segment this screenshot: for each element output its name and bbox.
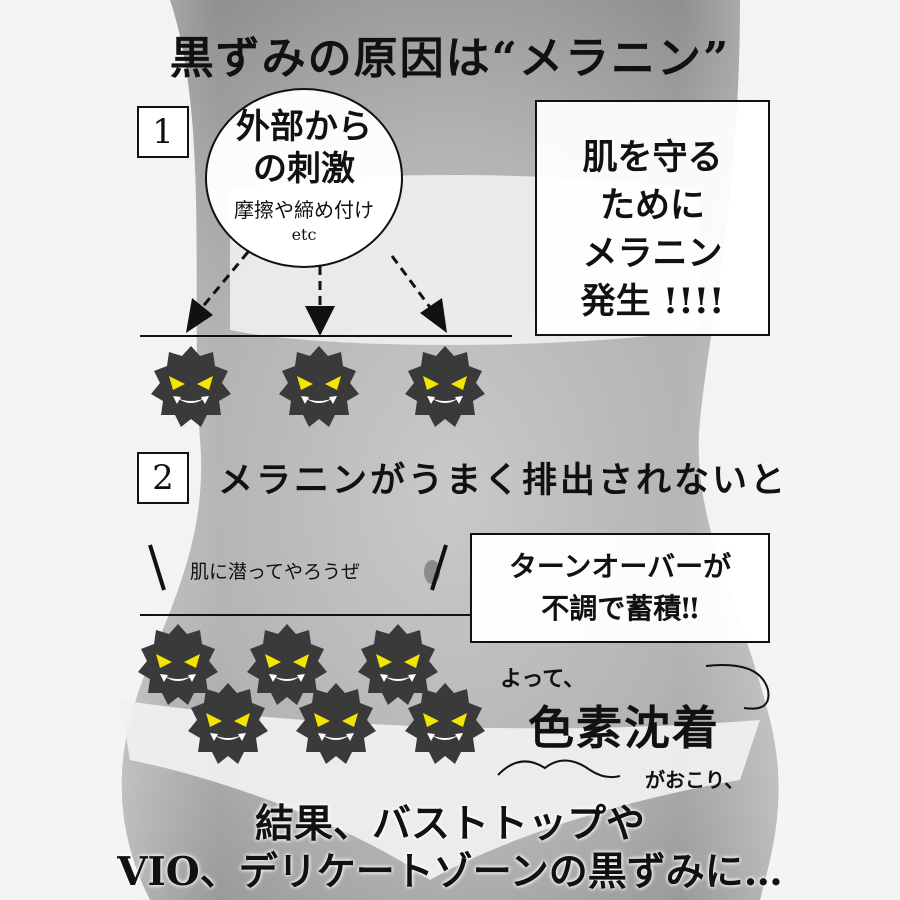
monster-whisper-text: 肌に潜ってやろうぜ xyxy=(190,561,361,583)
turnover-box: ターンオーバーが 不調で蓄積‼ xyxy=(470,533,770,643)
melanin-monster-icon xyxy=(405,346,485,427)
melanin-box-line-4: 発生 !!!! xyxy=(580,281,725,322)
squiggle-decoration-bottom xyxy=(497,759,621,779)
whisper-slash-right xyxy=(430,544,448,591)
step-2-number-box: 2 xyxy=(137,452,189,504)
melanin-box-line-2: ために xyxy=(599,185,705,226)
whisper-slash-left xyxy=(148,544,166,591)
dashed-arrow-icon xyxy=(186,251,250,333)
turnover-box-line-2: 不調で蓄積‼ xyxy=(541,592,699,625)
conclusion-line-2: VIO、デリケートゾーンの黒ずみに… xyxy=(117,849,783,895)
melanin-monster-icon xyxy=(279,346,359,427)
page-title: 黒ずみの原因は“メラニン” xyxy=(169,33,731,84)
step-1-number: 1 xyxy=(152,112,174,152)
dashed-arrow-icon xyxy=(390,255,447,333)
melanin-monster-icon xyxy=(151,346,231,427)
dashed-arrow-icon xyxy=(305,266,335,336)
step-2-number: 2 xyxy=(152,458,174,498)
pigmentation-text: 色素沈着 xyxy=(528,701,720,755)
bubble-line-1: 外部から xyxy=(236,107,372,147)
melanin-production-box: 肌を守る ために メラニン 発生 !!!! xyxy=(535,100,770,336)
squiggle-decoration-top xyxy=(705,664,770,710)
step-1-number-box: 1 xyxy=(137,106,189,158)
melanin-monster-icon xyxy=(405,683,485,764)
step-2-heading: メラニンがうまく排出されないと xyxy=(218,460,789,501)
bubble-line-2: の刺激 xyxy=(253,149,355,189)
external-stimulus-bubble: 外部から の刺激 摩擦や締め付け etc xyxy=(205,88,403,268)
bubble-line-4: etc xyxy=(291,225,317,244)
therefore-text: よって、 xyxy=(500,666,586,692)
occurs-text: がおこり、 xyxy=(645,768,745,792)
conclusion-line-1: 結果、バストトップや xyxy=(254,801,645,847)
melanin-box-line-3: メラニン xyxy=(582,233,723,274)
bubble-line-3: 摩擦や締め付け xyxy=(234,198,374,222)
turnover-box-line-1: ターンオーバーが xyxy=(508,550,732,583)
melanin-box-line-1: 肌を守る xyxy=(582,137,723,178)
melanin-monster-icon xyxy=(188,683,268,764)
melanin-monster-icon xyxy=(296,683,376,764)
